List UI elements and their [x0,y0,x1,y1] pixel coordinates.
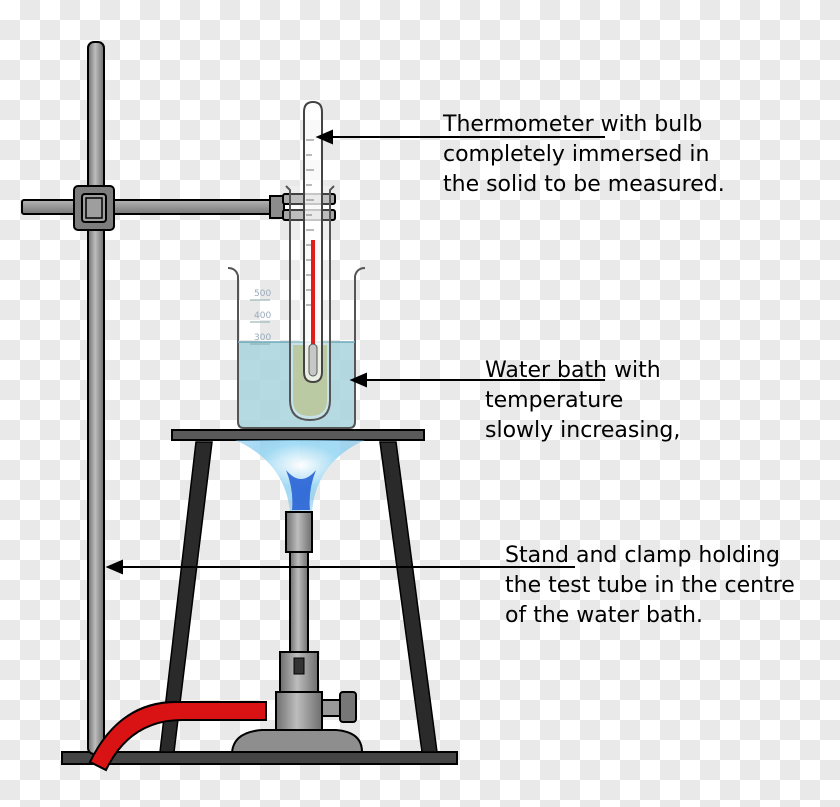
label-stand: Stand and clamp holding the test tube in… [505,543,795,628]
label-thermometer-line-2: completely immersed in [443,142,709,167]
arrow-stand [105,559,123,575]
boss-head [73,185,115,231]
tripod [159,429,438,753]
beaker-mark-500: 500 [254,289,271,299]
gas-hose [88,700,267,772]
beaker-mark-300: 300 [254,333,271,343]
label-stand-line-2: the test tube in the centre [505,573,795,598]
label-thermometer: Thermometer with bulb completely immerse… [442,112,725,197]
arrow-thermometer [315,129,333,145]
clamp-arm [21,199,281,215]
stand-rod [87,41,105,755]
label-water-bath-line-3: slowly increasing, [485,418,680,443]
label-thermometer-line-3: the solid to be measured. [443,172,725,197]
stand-base [61,751,458,765]
label-water-bath: Water bath with temperature slowly incre… [485,358,680,443]
gas-valve-knob [339,691,357,723]
label-stand-line-3: of the water bath. [505,603,703,628]
flame [235,440,365,512]
thermometer-liquid [311,240,315,370]
flame-inner [286,470,316,510]
thermometer [303,100,323,384]
tripod-top [171,429,425,441]
label-thermometer-line-1: Thermometer with bulb [442,112,702,137]
label-stand-line-1: Stand and clamp holding [505,543,780,568]
label-water-bath-line-1: Water bath with [485,358,661,383]
arrow-water-bath [349,372,367,388]
beaker-graduations [250,299,270,345]
callout-arrows [105,129,605,575]
beaker-mark-400: 400 [254,311,271,321]
bunsen-burner [230,511,364,753]
flame-outer [235,440,365,512]
label-water-bath-line-2: temperature [485,388,623,413]
tripod-leg-right [379,441,438,753]
tripod-leg-left [159,441,213,753]
